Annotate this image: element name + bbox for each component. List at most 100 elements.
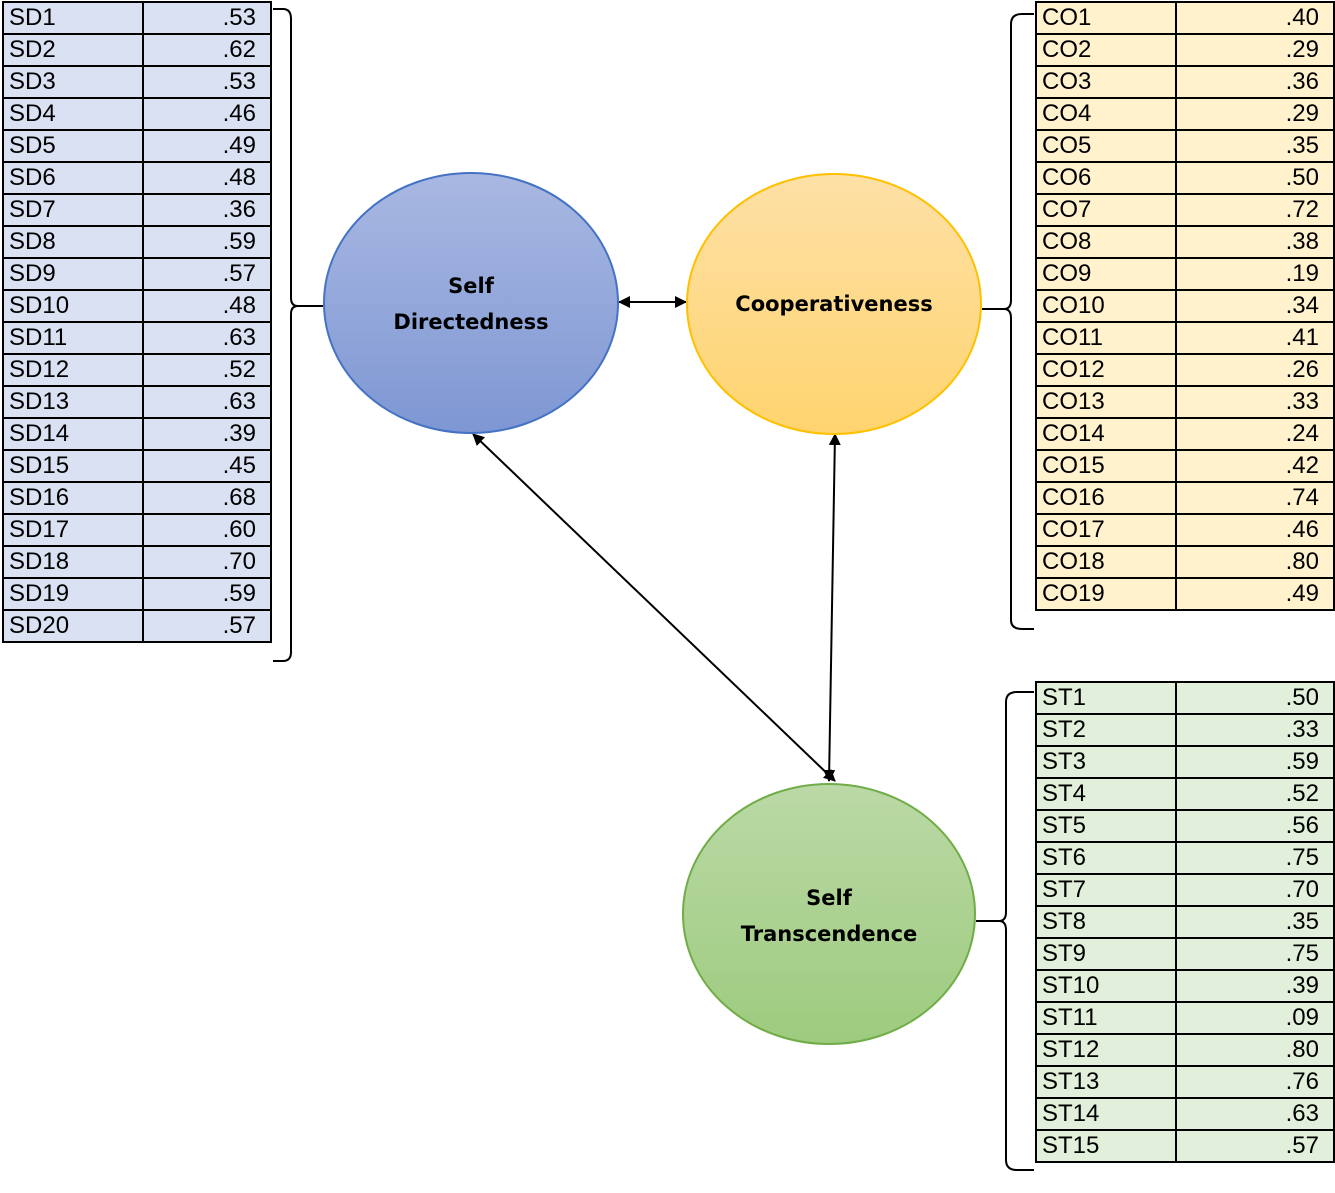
item-label: CO18	[1035, 545, 1177, 579]
table-row: CO11.41	[1035, 321, 1335, 355]
item-label: ST7	[1035, 873, 1177, 907]
loading-value: .50	[1175, 681, 1335, 715]
loading-value: .53	[142, 1, 272, 35]
sd-st-correlation-arrow	[472, 433, 836, 782]
item-label: ST4	[1035, 777, 1177, 811]
loading-value: .62	[142, 33, 272, 67]
cooperativeness-factor	[686, 173, 982, 435]
item-label: CO19	[1035, 577, 1177, 611]
table-row: SD14.39	[2, 417, 272, 451]
item-label: ST1	[1035, 681, 1177, 715]
loading-value: .49	[142, 129, 272, 163]
loading-value: .63	[142, 321, 272, 355]
table-row: ST13.76	[1035, 1065, 1335, 1099]
table-row: CO19.49	[1035, 577, 1335, 611]
loading-value: .68	[142, 481, 272, 515]
loading-value: .53	[142, 65, 272, 99]
loading-value: .57	[142, 257, 272, 291]
item-label: CO8	[1035, 225, 1177, 259]
loading-value: .57	[1175, 1129, 1335, 1163]
table-row: SD18.70	[2, 545, 272, 579]
item-label: SD6	[2, 161, 144, 195]
item-label: SD16	[2, 481, 144, 515]
self-transcendence-factor	[682, 783, 976, 1045]
self-directedness-bracket	[273, 8, 323, 662]
item-label: CO2	[1035, 33, 1177, 67]
loading-value: .39	[1175, 969, 1335, 1003]
item-label: CO4	[1035, 97, 1177, 131]
table-row: SD15.45	[2, 449, 272, 483]
loading-value: .48	[142, 289, 272, 323]
item-label: CO7	[1035, 193, 1177, 227]
loading-value: .36	[1175, 65, 1335, 99]
table-row: SD19.59	[2, 577, 272, 611]
loading-value: .35	[1175, 129, 1335, 163]
table-row: SD3.53	[2, 65, 272, 99]
item-label: ST13	[1035, 1065, 1177, 1099]
loading-value: .26	[1175, 353, 1335, 387]
item-label: SD4	[2, 97, 144, 131]
table-row: SD6.48	[2, 161, 272, 195]
table-row: SD7.36	[2, 193, 272, 227]
loading-value: .19	[1175, 257, 1335, 291]
table-row: ST12.80	[1035, 1033, 1335, 1067]
loading-value: .72	[1175, 193, 1335, 227]
table-row: ST6.75	[1035, 841, 1335, 875]
self-transcendence-bracket	[976, 691, 1034, 1171]
loading-value: .45	[142, 449, 272, 483]
table-row: ST9.75	[1035, 937, 1335, 971]
item-label: ST8	[1035, 905, 1177, 939]
cooperativeness-label: Cooperativeness	[735, 292, 932, 316]
loading-value: .74	[1175, 481, 1335, 515]
item-label: CO15	[1035, 449, 1177, 483]
loading-value: .38	[1175, 225, 1335, 259]
loading-value: .59	[142, 225, 272, 259]
table-row: CO7.72	[1035, 193, 1335, 227]
item-label: SD13	[2, 385, 144, 419]
item-label: CO3	[1035, 65, 1177, 99]
item-label: CO5	[1035, 129, 1177, 163]
item-label: ST15	[1035, 1129, 1177, 1163]
item-label: ST14	[1035, 1097, 1177, 1131]
table-row: CO6.50	[1035, 161, 1335, 195]
table-row: CO18.80	[1035, 545, 1335, 579]
table-row: SD8.59	[2, 225, 272, 259]
loading-value: .49	[1175, 577, 1335, 611]
loading-value: .76	[1175, 1065, 1335, 1099]
item-label: CO14	[1035, 417, 1177, 451]
item-label: SD8	[2, 225, 144, 259]
loading-value: .75	[1175, 937, 1335, 971]
item-label: SD1	[2, 1, 144, 35]
table-row: ST10.39	[1035, 969, 1335, 1003]
table-row: SD16.68	[2, 481, 272, 515]
loading-value: .52	[142, 353, 272, 387]
item-label: ST2	[1035, 713, 1177, 747]
item-label: CO9	[1035, 257, 1177, 291]
item-label: CO13	[1035, 385, 1177, 419]
item-label: ST9	[1035, 937, 1177, 971]
table-row: CO3.36	[1035, 65, 1335, 99]
item-label: CO10	[1035, 289, 1177, 323]
item-label: SD10	[2, 289, 144, 323]
loading-value: .59	[1175, 745, 1335, 779]
loading-value: .24	[1175, 417, 1335, 451]
table-row: SD11.63	[2, 321, 272, 355]
self-transcendence-label-line1: Self	[806, 886, 853, 910]
item-label: SD12	[2, 353, 144, 387]
table-row: SD12.52	[2, 353, 272, 387]
item-label: CO1	[1035, 1, 1177, 35]
item-label: ST10	[1035, 969, 1177, 1003]
loading-value: .56	[1175, 809, 1335, 843]
item-label: SD15	[2, 449, 144, 483]
table-row: CO8.38	[1035, 225, 1335, 259]
item-label: SD5	[2, 129, 144, 163]
item-label: SD7	[2, 193, 144, 227]
table-row: SD20.57	[2, 609, 272, 643]
item-label: ST12	[1035, 1033, 1177, 1067]
item-label: ST6	[1035, 841, 1177, 875]
item-label: SD18	[2, 545, 144, 579]
